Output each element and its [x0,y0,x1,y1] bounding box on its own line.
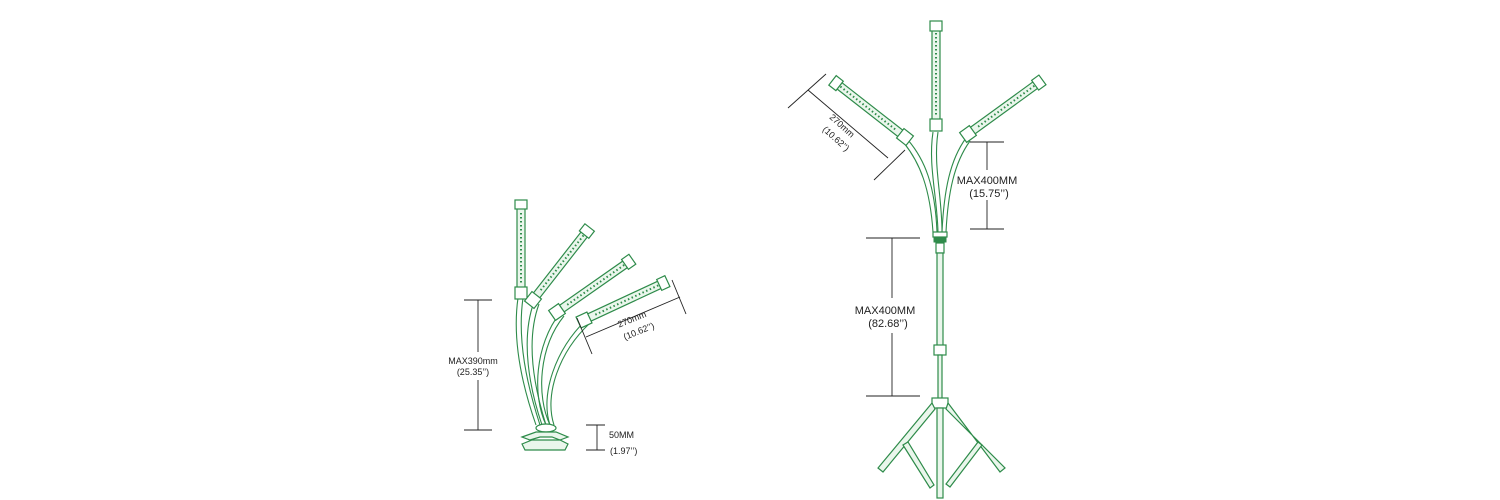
clip-light-bar-3 [547,253,637,322]
tripod-pole [931,252,949,499]
clip-size-label-inch: (1.97’’) [610,446,637,456]
tripod-stand-dimension [866,237,920,397]
tripod-lamp [827,20,1047,499]
clip-bar-length-dimension [576,279,687,355]
tripod-legs [877,401,1006,489]
tripod-stand-label-inch: (82.68’’) [868,318,908,330]
clip-height-label: MAX390mm [448,356,498,366]
tripod-light-bar-left [827,74,915,147]
tripod-light-bar-center [929,20,943,132]
clip-base [520,423,570,451]
clip-light-bar-2 [523,222,596,310]
clip-light-bar-4 [575,274,671,329]
clip-light-bar-1 [514,199,528,300]
tripod-bar-length-dimension [787,73,906,181]
tripod-stand-label: MAX400MM [855,305,916,317]
tripod-connector [932,231,948,254]
clip-size-label: 50MM [609,430,634,440]
tripod-gooseneck-dimension [970,141,1004,230]
clip-lamp [514,199,671,451]
clip-height-label-inch: (25.35’’) [457,367,489,377]
clip-size-dimension [586,424,605,451]
tripod-lamp-goosenecks [903,131,971,233]
clip-height-dimension [464,299,492,431]
tripod-gooseneck-label-inch: (15.75’’) [969,188,1009,200]
tripod-light-bar-right [958,74,1047,144]
tripod-gooseneck-label: MAX400MM [957,175,1018,187]
clip-lamp-goosenecks [515,297,591,426]
